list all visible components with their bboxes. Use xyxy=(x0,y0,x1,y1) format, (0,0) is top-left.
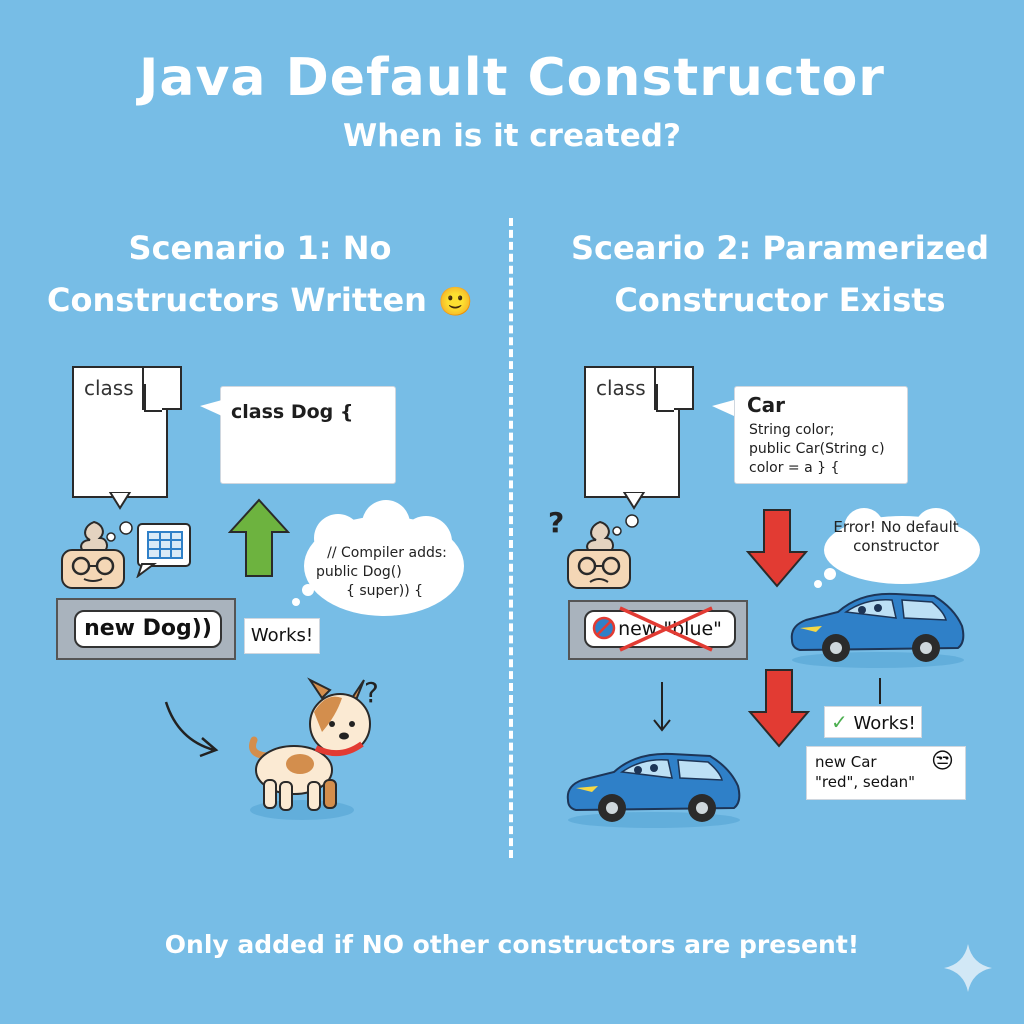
class-dog-code: class Dog { xyxy=(231,401,354,423)
smile-emoji-icon: 🙂 xyxy=(438,285,473,318)
works-label-right: ✓ Works! xyxy=(824,706,922,738)
thought-dots-right-icon xyxy=(612,514,639,536)
compiler-thought-line1: // Compiler adds: xyxy=(327,545,447,561)
thought-dots-icon xyxy=(106,521,133,542)
new-car-line1: new Car xyxy=(815,753,877,771)
compiler-thought-text: // Compiler adds: public Dog() { super))… xyxy=(312,544,462,601)
curved-arrow-icon xyxy=(164,701,219,758)
works-label-left: Works! xyxy=(244,618,320,654)
car-speech-title: Car xyxy=(747,393,786,417)
scenario2-heading-line1: Sceario 2: Paramerized xyxy=(571,229,989,267)
car-icon-top xyxy=(790,592,965,668)
class-dog-speech-bubble: class Dog { xyxy=(220,386,396,484)
page-title: Java Default Constructor xyxy=(139,48,885,108)
car-class-speech-bubble: Car String color; public Car(String c) c… xyxy=(734,386,908,484)
new-car-box: new Car "red", sedan" 😒 xyxy=(806,746,966,800)
document-pointer-right-icon xyxy=(622,492,646,510)
car-speech-line2: public Car(String c) xyxy=(749,441,885,457)
new-car-line2: "red", sedan" xyxy=(815,773,916,791)
car-speech-line1: String color; xyxy=(749,422,835,438)
new-dog-call: new Dog)) xyxy=(74,610,222,648)
scenario1-heading: Scenario 1: No Constructors Written 🙂 xyxy=(20,222,500,328)
red-arrow-down-icon xyxy=(745,509,809,588)
dog-icon xyxy=(249,677,371,820)
checkmark-icon: ✓ xyxy=(831,710,848,734)
scenario2-heading: Sceario 2: Paramerized Constructor Exist… xyxy=(540,222,1020,326)
center-divider xyxy=(509,218,513,858)
footer-note: Only added if NO other constructors are … xyxy=(164,930,860,959)
developer-question-mark: ? xyxy=(548,506,565,539)
prohibited-icon xyxy=(592,616,616,640)
compiler-thought-line2: public Dog() xyxy=(316,564,402,580)
confused-developer-avatar-icon xyxy=(567,520,631,589)
class-document-label: class xyxy=(84,376,134,400)
dog-question-mark: ? xyxy=(364,676,379,709)
car-speech-line3: color = a } { xyxy=(749,460,840,476)
error-line2: constructor xyxy=(853,537,939,555)
developer-avatar-icon xyxy=(61,520,125,589)
error-line1: Error! No default xyxy=(833,518,959,536)
compiler-thought-line3: { super)) { xyxy=(346,583,424,599)
scenario1-heading-line1: Scenario 1: No xyxy=(128,229,392,267)
thin-arrow-down-icon xyxy=(653,682,671,732)
document-pointer-icon xyxy=(108,492,132,510)
scenario1-heading-line2: Constructors Written xyxy=(47,281,427,319)
scenario2-heading-line2: Constructor Exists xyxy=(614,281,946,319)
car-speech-code: String color; public Car(String c) color… xyxy=(749,421,885,478)
error-cloud-text: Error! No default constructor xyxy=(826,518,966,556)
green-arrow-up-icon xyxy=(228,498,290,577)
speech-tail-icon xyxy=(200,400,222,416)
error-thought-cloud xyxy=(814,508,980,588)
class-document-right-label: class xyxy=(596,376,646,400)
red-arrow-down-2-icon xyxy=(747,669,811,748)
cross-out-icon xyxy=(619,606,713,652)
document-notch-icon xyxy=(144,384,162,412)
document-notch-right-icon xyxy=(656,384,674,412)
thin-line-icon xyxy=(879,678,881,704)
compiler-thought-cloud xyxy=(292,500,464,616)
unamused-emoji-icon: 😒 xyxy=(931,749,954,774)
code-window-icon xyxy=(136,523,191,578)
works-label-right-text: Works! xyxy=(853,713,916,734)
car-icon-bottom xyxy=(566,752,741,828)
scenario1-heading-line2-wrap: Constructors Written 🙂 xyxy=(20,274,500,328)
speech-tail-right-icon xyxy=(712,400,734,416)
page-subtitle: When is it created? xyxy=(343,118,681,154)
sparkle-icon xyxy=(944,944,992,992)
